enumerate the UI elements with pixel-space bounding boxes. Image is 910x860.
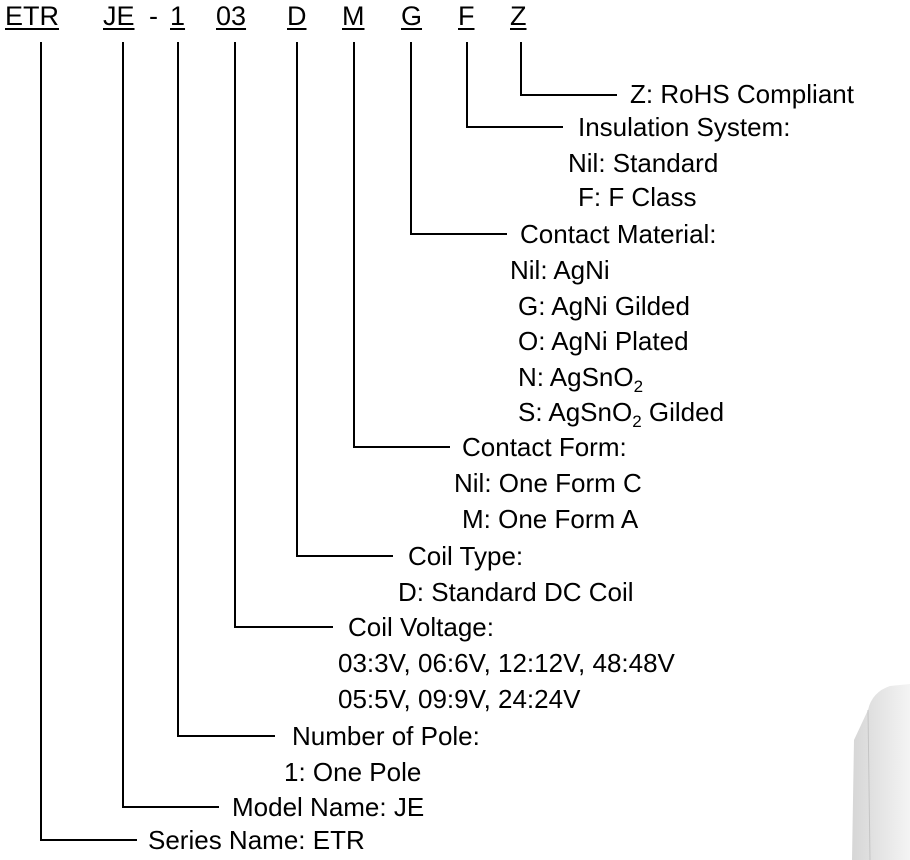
- coil-title: Coil Type:: [408, 541, 524, 571]
- material-title: Contact Material:: [520, 219, 717, 249]
- poles-option: 1: One Pole: [284, 757, 422, 787]
- rohs-label: Z: RoHS Compliant: [630, 79, 854, 109]
- code-model: JE: [103, 1, 135, 31]
- voltage-title: Coil Voltage:: [348, 612, 494, 642]
- form-title: Contact Form:: [462, 432, 627, 462]
- subscript-two: 2: [632, 412, 642, 432]
- form-option: Nil: One Form C: [454, 468, 642, 498]
- insulation-title: Insulation System:: [578, 112, 791, 142]
- poles-title: Number of Pole:: [292, 721, 480, 751]
- connector-insulation: [466, 42, 563, 128]
- material-option: O: AgNi Plated: [518, 326, 689, 356]
- voltage-option: 05:5V, 09:9V, 24:24V: [338, 684, 581, 714]
- connector-form: [353, 42, 450, 448]
- code-material: G: [401, 1, 423, 31]
- product-image-fragment: [852, 684, 910, 860]
- insulation-option: F: F Class: [578, 182, 697, 212]
- connector-model: [122, 42, 219, 808]
- connector-series: [40, 42, 137, 841]
- form-option: M: One Form A: [462, 504, 639, 534]
- connector-material: [410, 42, 507, 235]
- code-poles: 1: [170, 1, 186, 31]
- insulation-option: Nil: Standard: [568, 148, 719, 178]
- code-series: ETR: [5, 1, 59, 31]
- connector-poles: [177, 42, 275, 737]
- code-rohs: Z: [510, 1, 527, 31]
- code-insulation: F: [458, 1, 475, 31]
- subscript-two: 2: [633, 377, 644, 397]
- series-label: Series Name: ETR: [148, 825, 365, 855]
- code-form: M: [342, 1, 365, 31]
- material-option: G: AgNi Gilded: [518, 291, 690, 321]
- material-option: Nil: AgNi: [510, 255, 610, 285]
- connector-rohs: [520, 42, 617, 96]
- model-label: Model Name: JE: [232, 792, 425, 822]
- voltage-option: 03:3V, 06:6V, 12:12V, 48:48V: [338, 648, 675, 678]
- connector-voltage: [234, 42, 333, 628]
- material-option: N: AgSnO2: [518, 362, 644, 397]
- connector-coil: [296, 42, 393, 557]
- coil-option: D: Standard DC Coil: [398, 577, 634, 607]
- code-coil: D: [287, 1, 307, 31]
- code-dash: -: [149, 1, 158, 31]
- code-voltage: 03: [216, 1, 247, 31]
- material-option: S: AgSnO2 Gilded: [518, 397, 725, 432]
